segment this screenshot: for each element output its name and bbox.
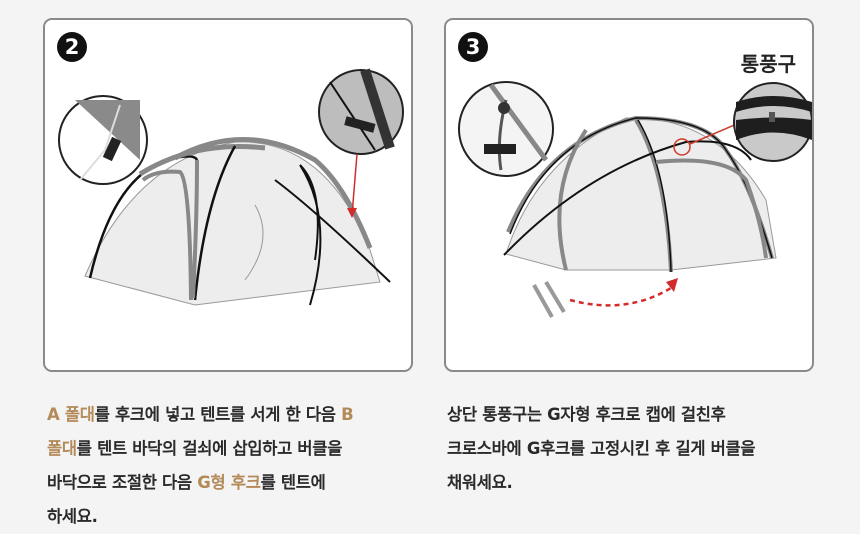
body-text: 를 텐트 바닥의 걸쇠에 삽입하고 버클을 [76,439,343,458]
highlight-text: 폴대 [47,439,77,458]
highlight-text: B [341,405,354,424]
step-number-badge: 3 [458,32,488,62]
step-2-description: A 폴대를 후크에 넣고 텐트를 서게 한 다음 B 폴대를 텐트 바닥의 걸쇠… [47,398,417,534]
description-line: 상단 통풍구는 G자형 후크로 캡에 걸친후 [447,405,726,424]
step-3-description: 상단 통풍구는 G자형 후크로 캡에 걸친후 크로스바에 G후크를 고정시킨 후… [447,398,827,500]
description-line: 바닥으로 조절한 다음 G형 후크를 텐트에 [47,466,417,500]
highlight-text: A 폴대 [47,405,95,424]
vent-callout-label: 통풍구 [740,52,796,76]
description-line: A 폴대를 후크에 넣고 텐트를 서게 한 다음 B [47,398,417,432]
description-line: 크로스바에 G후크를 고정시킨 후 길게 버클을 [447,439,756,458]
description-line: 폴대를 텐트 바닥의 걸쇠에 삽입하고 버클을 [47,432,417,466]
tent-pole-insertion-illustration [58,68,404,306]
step-2-illustration-panel: 2 [43,18,413,372]
step-3-illustration-panel: 3 통풍구 [444,18,814,372]
body-text: 바닥으로 조절한 다음 [47,473,198,492]
description-line: 하세요. [47,500,417,534]
step-number-badge: 2 [57,32,87,62]
body-text: 를 텐트에 [260,473,326,492]
body-text: 를 후크에 넣고 텐트를 서게 한 다음 [94,405,342,424]
highlight-text: G형 후크 [197,473,261,492]
description-line: 채워세요. [447,473,513,492]
vent-hook-illustration [458,81,812,318]
body-text: 하세요. [47,507,98,526]
